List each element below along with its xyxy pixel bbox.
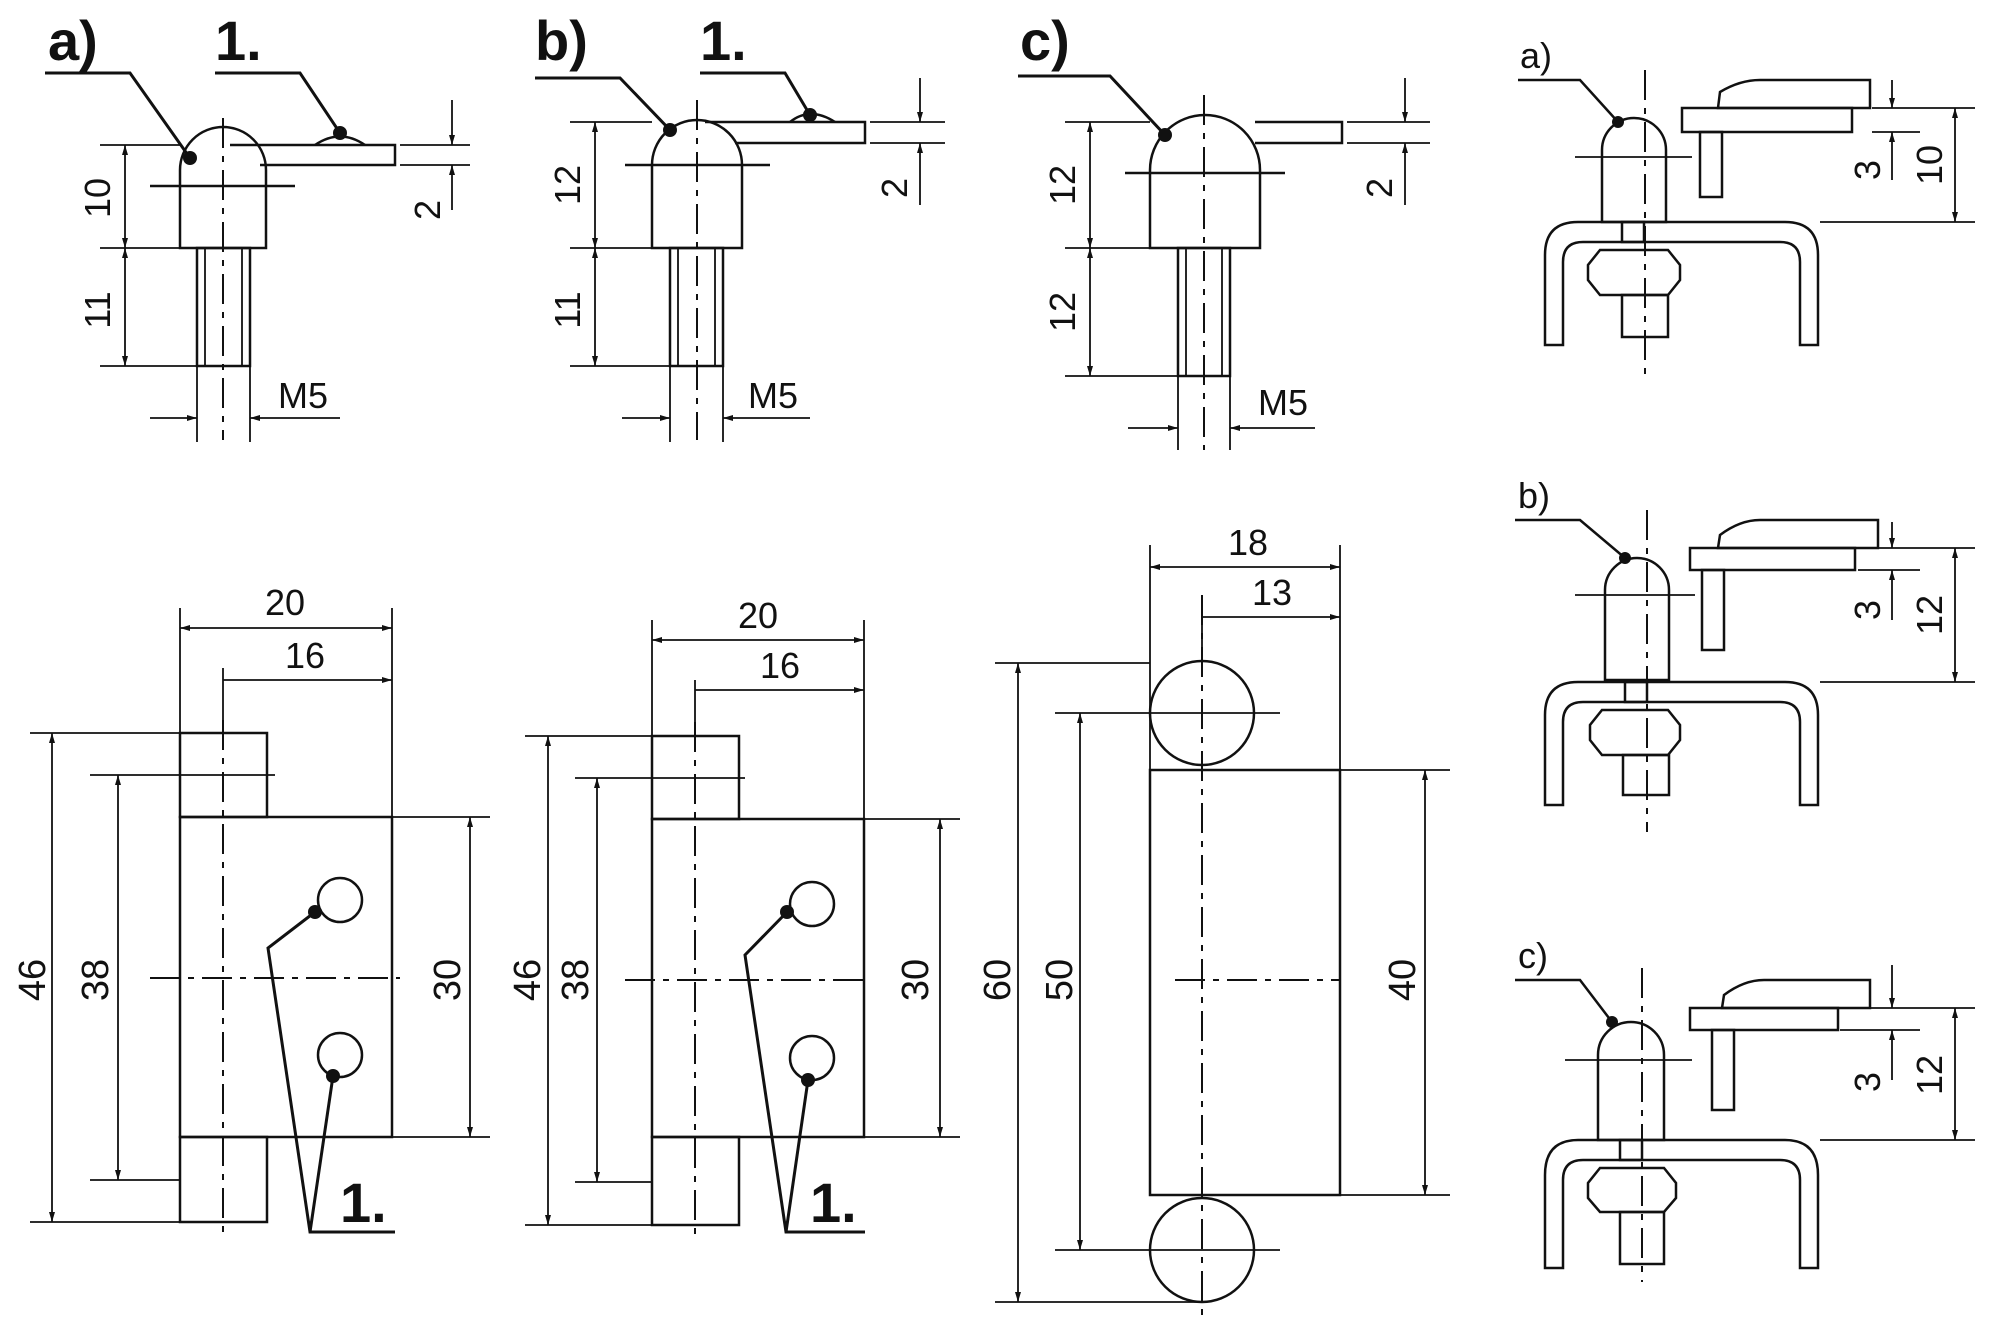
view-a-label: a) bbox=[48, 9, 98, 72]
dim-c-h-body: 40 bbox=[1382, 959, 1424, 1001]
dim-b-head: 12 bbox=[547, 165, 588, 205]
dim-a-w-total: 20 bbox=[265, 582, 305, 623]
dim-b-thread: M5 bbox=[748, 375, 798, 416]
dim-a-plate: 2 bbox=[407, 200, 448, 220]
section-c-gap: 3 bbox=[1847, 1072, 1888, 1092]
view-c-label: c) bbox=[1020, 9, 1070, 72]
dim-a-head: 10 bbox=[77, 178, 118, 218]
side-view-b: b) 1. 12 11 2 M5 bbox=[535, 9, 945, 442]
dim-c-w-inner: 13 bbox=[1252, 572, 1292, 613]
dim-b-h-holes: 38 bbox=[555, 959, 597, 1001]
dim-a-h-body: 30 bbox=[427, 959, 469, 1001]
section-view-b: b) 3 12 bbox=[1515, 475, 1975, 832]
dim-a-thread: M5 bbox=[278, 375, 328, 416]
front-b-callout: 1. bbox=[810, 1171, 857, 1234]
section-b-total: 12 bbox=[1909, 595, 1950, 635]
dim-a-shank: 11 bbox=[77, 291, 118, 328]
section-a-total: 10 bbox=[1909, 145, 1950, 185]
section-c-label: c) bbox=[1518, 935, 1548, 976]
side-view-a: a) 1. 10 11 2 M5 bbox=[45, 9, 470, 442]
view-a-callout: 1. bbox=[215, 9, 262, 72]
front-view-b: 20 16 46 38 30 1. bbox=[507, 595, 960, 1238]
dim-a-h-total: 46 bbox=[12, 959, 54, 1001]
section-view-a: a) 3 10 bbox=[1518, 35, 1975, 375]
view-b-label: b) bbox=[535, 9, 588, 72]
dim-b-w-total: 20 bbox=[738, 595, 778, 636]
front-view-c: 18 13 60 50 40 bbox=[977, 522, 1450, 1322]
section-b-label: b) bbox=[1518, 475, 1550, 516]
dim-c-head: 12 bbox=[1042, 165, 1083, 205]
side-view-c: c) 12 12 2 M5 bbox=[1018, 9, 1430, 450]
section-view-c: c) 3 12 bbox=[1515, 935, 1975, 1282]
dim-b-plate: 2 bbox=[874, 178, 915, 198]
front-a-callout: 1. bbox=[340, 1171, 387, 1234]
view-b-callout: 1. bbox=[700, 9, 747, 72]
dim-b-shank: 11 bbox=[547, 291, 588, 328]
section-a-gap: 3 bbox=[1847, 160, 1888, 180]
section-c-total: 12 bbox=[1909, 1055, 1950, 1095]
section-b-gap: 3 bbox=[1847, 600, 1888, 620]
dim-a-w-inner: 16 bbox=[285, 635, 325, 676]
dim-a-h-holes: 38 bbox=[75, 959, 117, 1001]
dim-c-h-total: 60 bbox=[977, 959, 1019, 1001]
dim-c-thread: M5 bbox=[1258, 382, 1308, 423]
dim-c-h-holes: 50 bbox=[1039, 959, 1081, 1001]
dim-b-h-total: 46 bbox=[507, 959, 549, 1001]
dim-b-w-inner: 16 bbox=[760, 645, 800, 686]
front-view-a: 20 16 46 38 30 1. bbox=[12, 582, 490, 1235]
dim-c-plate: 2 bbox=[1359, 178, 1400, 198]
dim-b-h-body: 30 bbox=[895, 959, 937, 1001]
dim-c-w-total: 18 bbox=[1228, 522, 1268, 563]
dim-c-shank: 12 bbox=[1042, 292, 1083, 332]
section-a-label: a) bbox=[1520, 35, 1552, 76]
